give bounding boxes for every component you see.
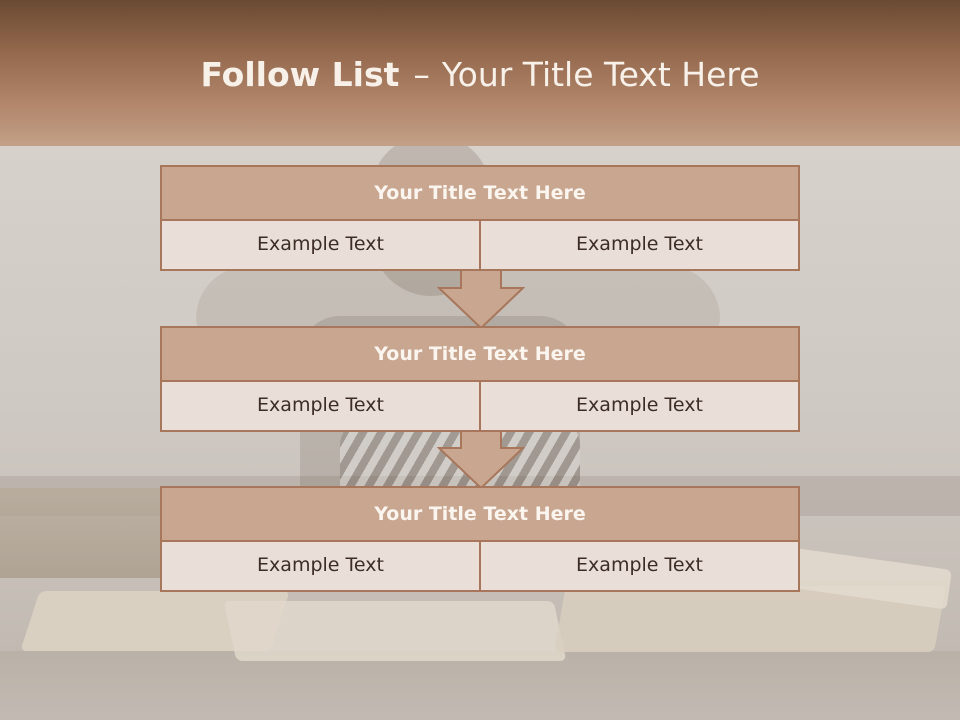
slide-title-dash: –	[413, 55, 430, 94]
open-book	[223, 601, 567, 661]
book-stack	[0, 488, 170, 578]
slide-title-bold: Follow List	[200, 55, 400, 94]
block-row: Example Text Example Text	[160, 542, 800, 592]
block-title: Your Title Text Here	[160, 486, 800, 542]
down-arrow-icon	[437, 270, 525, 330]
block-title: Your Title Text Here	[160, 165, 800, 221]
down-arrow-icon	[437, 430, 525, 490]
block-cell-left: Example Text	[160, 542, 481, 592]
slide-title-rest: Your Title Text Here	[441, 55, 760, 94]
block-cell-left: Example Text	[160, 221, 481, 271]
title-banner: Follow List–Your Title Text Here	[0, 0, 960, 146]
block-cell-right: Example Text	[479, 542, 800, 592]
slide-title: Follow List–Your Title Text Here	[0, 52, 960, 98]
block-title: Your Title Text Here	[160, 326, 800, 382]
list-block-3: Your Title Text Here Example Text Exampl…	[160, 486, 800, 592]
table-surface	[0, 651, 960, 720]
block-row: Example Text Example Text	[160, 382, 800, 432]
block-cell-right: Example Text	[479, 221, 800, 271]
block-cell-right: Example Text	[479, 382, 800, 432]
block-row: Example Text Example Text	[160, 221, 800, 271]
block-cell-left: Example Text	[160, 382, 481, 432]
list-block-1: Your Title Text Here Example Text Exampl…	[160, 165, 800, 271]
list-block-2: Your Title Text Here Example Text Exampl…	[160, 326, 800, 432]
